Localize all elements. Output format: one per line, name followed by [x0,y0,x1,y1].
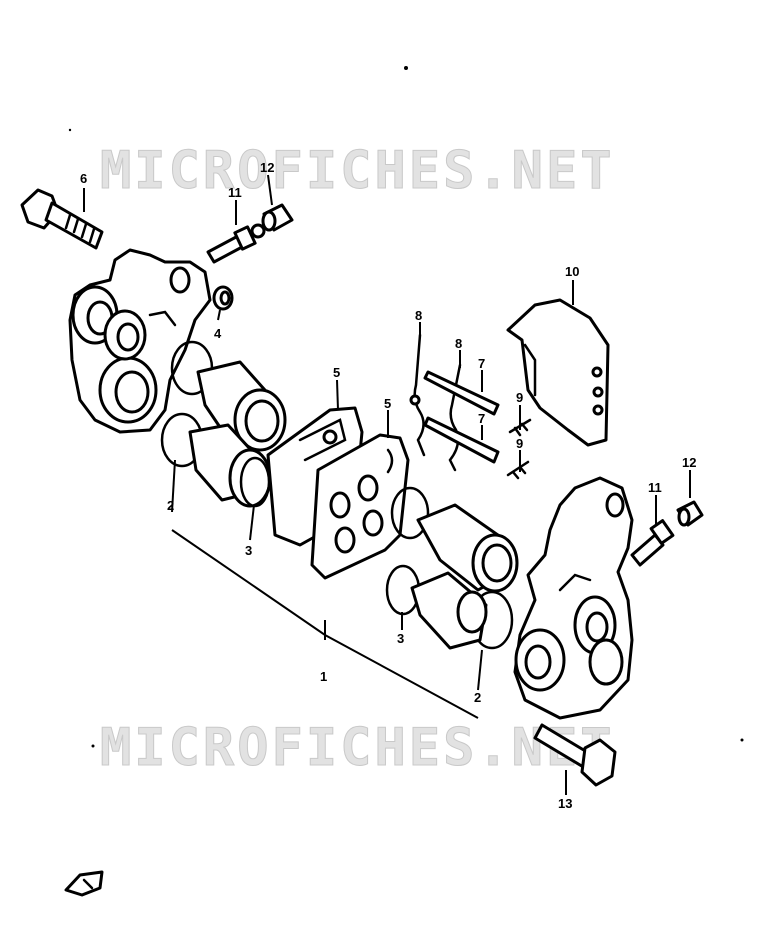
left-caliper-body [68,248,212,434]
part-10-plate [506,298,610,447]
callout-9-bottom: 9 [516,436,523,451]
part-11-bleeder-right [630,519,675,567]
callout-12-top: 12 [260,160,274,175]
callout-5-rear: 5 [333,365,340,380]
part-12-cap-right [676,500,704,527]
part-13-bolt [533,723,617,787]
watermark-bottom: MICROFICHES.NET [100,718,615,778]
callout-7-bottom: 7 [478,411,485,426]
callout-10: 10 [565,264,579,279]
speck [404,66,408,70]
speck [68,128,72,132]
callout-11-top: 11 [228,185,242,200]
callout-2-right: 2 [474,690,481,705]
left-pistons [188,360,287,508]
callout-8-right: 8 [455,336,462,351]
part-7-pins [423,370,500,464]
front-arrow-icon [64,870,104,897]
callout-4: 4 [214,326,222,341]
watermark-top: MICROFICHES.NET [100,141,615,201]
callout-2-left: 2 [167,498,174,513]
callout-1: 1 [320,669,327,684]
part-4-ring [212,285,234,311]
leader-lines [83,174,691,795]
part-8-springs [409,333,462,472]
part-9-clips [506,418,532,480]
part-5-pad-front [310,433,410,580]
part-6-bolt [20,188,104,250]
callouts: 6 11 12 4 2 3 1 5 5 8 8 7 7 9 9 10 3 2 1… [80,160,696,811]
callout-9-top: 9 [516,390,523,405]
callout-12-right: 12 [682,455,696,470]
part-12-cap-top [261,203,294,232]
speck [91,744,95,748]
callout-3-left: 3 [245,543,252,558]
callout-6: 6 [80,171,87,186]
callout-5-front: 5 [384,396,391,411]
callout-11-right: 11 [648,480,662,495]
part-11-bleeder-top [206,223,266,264]
callout-3-right: 3 [397,631,404,646]
right-pistons [410,503,519,650]
speck [740,738,744,742]
right-caliper-body [513,476,634,720]
callout-13: 13 [558,796,572,811]
callout-8-left: 8 [415,308,422,323]
callout-7-top: 7 [478,356,485,371]
